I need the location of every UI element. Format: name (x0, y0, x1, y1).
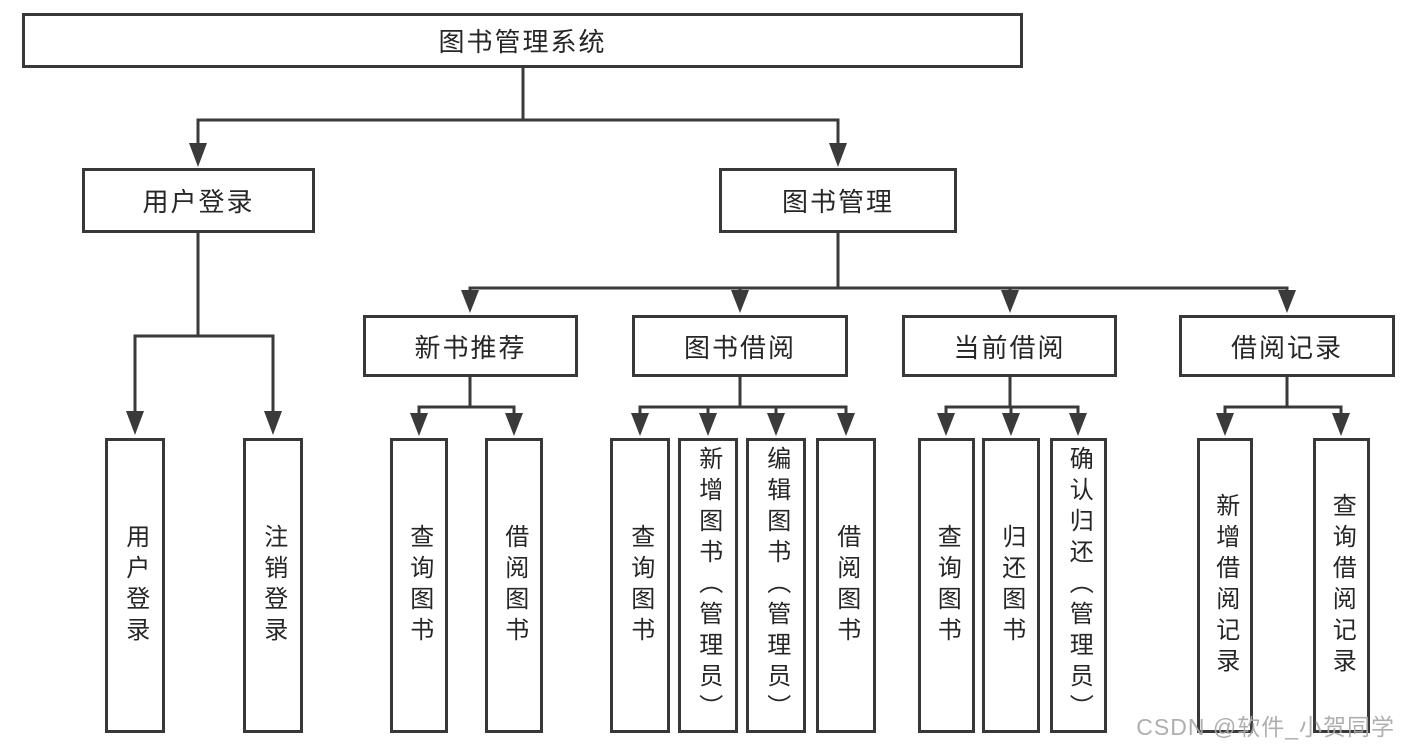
connector-line (638, 377, 848, 416)
connector-line (468, 233, 1289, 293)
node-book-borrow: 图书借阅 (632, 315, 848, 377)
leaf-newbook-borrow-books: 借阅图书 (485, 438, 543, 733)
leaf-borrow-add-books-admin: 新增图书（管理员） (678, 438, 738, 733)
node-new-book-recommend: 新书推荐 (363, 315, 578, 377)
arrowhead-icon (1216, 413, 1350, 436)
node-book-management: 图书管理 (719, 168, 957, 233)
connector-user-login-children (126, 233, 282, 435)
leaf-borrow-query-books: 查询图书 (610, 438, 670, 733)
connector-new-book-children (410, 377, 523, 436)
leaf-records-add-record: 新增借阅记录 (1197, 438, 1253, 733)
leaf-current-query-books: 查询图书 (918, 438, 975, 733)
arrowhead-icon (410, 413, 523, 436)
arrowhead-icon (461, 290, 1296, 313)
leaf-newbook-query-books: 查询图书 (390, 438, 448, 733)
leaf-borrow-edit-books-admin: 编辑图书（管理员） (746, 438, 806, 733)
node-borrow-records: 借阅记录 (1179, 315, 1395, 377)
leaf-current-return-books: 归还图书 (982, 438, 1040, 733)
node-user-login: 用户登录 (82, 168, 315, 233)
connector-line (196, 68, 840, 146)
node-root-system: 图书管理系统 (22, 13, 1023, 68)
connector-line (1223, 377, 1343, 416)
connector-book-borrow-children (631, 377, 855, 436)
leaf-current-confirm-return-admin: 确认归还（管理员） (1050, 438, 1107, 733)
watermark: CSDN @软件_小贺同学 (1136, 714, 1395, 740)
arrowhead-icon (937, 413, 1087, 436)
leaf-borrow-borrow-books: 借阅图书 (816, 438, 876, 733)
leaf-records-query-record: 查询借阅记录 (1313, 438, 1370, 733)
leaf-user-login: 用户登录 (105, 438, 165, 733)
node-current-borrow: 当前借阅 (902, 315, 1117, 377)
leaf-logout: 注销登录 (243, 438, 303, 733)
connector-current-borrow-children (937, 377, 1087, 436)
connector-line (944, 377, 1080, 416)
connector-borrow-records-children (1216, 377, 1350, 436)
connector-book-management-children (461, 233, 1296, 313)
connector-line (417, 377, 516, 416)
arrowhead-icon (126, 411, 282, 435)
connector-root-to-level2 (189, 68, 847, 167)
arrowhead-icon (189, 143, 847, 167)
arrowhead-icon (631, 413, 855, 436)
connector-line (133, 233, 275, 414)
